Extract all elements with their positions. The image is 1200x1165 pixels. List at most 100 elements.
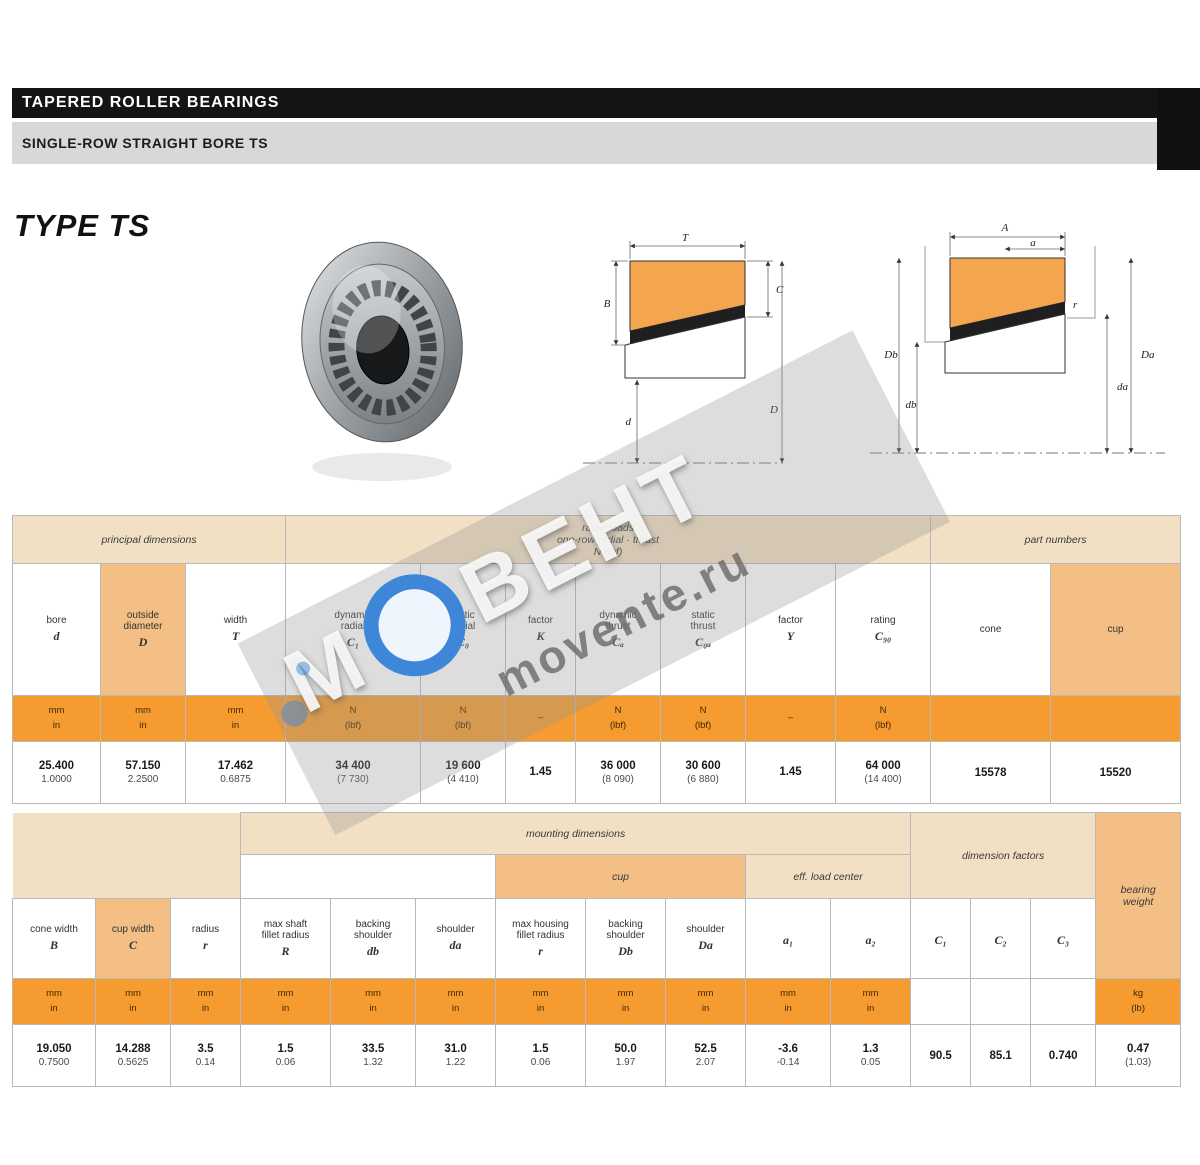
t1-group-dimensions: principal dimensions	[11, 515, 287, 564]
dim-label-a: a	[1030, 237, 1036, 249]
t1-data-cell-cone: 15578	[930, 741, 1052, 804]
t2-data-cell-factor: 90.5	[910, 1024, 972, 1087]
t1-data-cell: 36 000(8 090)	[575, 741, 662, 804]
t2-unit-cell-weight: kg(lb)	[1095, 978, 1182, 1025]
dim-label-Db: Db	[883, 349, 898, 361]
t1-col-header-cone: cone	[930, 563, 1052, 696]
t2-group-factors: dimension factors	[910, 812, 1097, 899]
t2-col-header-a2: a₂	[830, 898, 912, 979]
t2-data-cell-factor: 0.740	[1030, 1024, 1097, 1087]
t1-group-parts: part numbers	[930, 515, 1182, 564]
t1-unit-cell: N(lbf)	[420, 695, 507, 742]
highlight	[332, 265, 401, 354]
t2-col-header-C1: C₁	[910, 898, 972, 979]
dim-label-C: C	[776, 284, 784, 296]
page-subtitle: SINGLE-ROW STRAIGHT BORE TS	[12, 122, 1157, 164]
photo-shadow	[312, 453, 452, 481]
mounting-dimensions-table: mounting dimensions dimension factors be…	[11, 812, 1182, 1087]
roller-section	[630, 305, 745, 345]
dim-label-db: db	[906, 399, 918, 411]
t2-col-header-C3: C₃	[1030, 898, 1097, 979]
t2-unit-cell-blank	[910, 978, 972, 1025]
t1-unit-cell: N(lbf)	[660, 695, 747, 742]
page-title: TAPERED ROLLER BEARINGS	[12, 88, 1157, 118]
t2-col-header-a1: a₁	[745, 898, 832, 979]
dim-label-T: T	[682, 232, 689, 244]
shaft-outline	[1067, 246, 1096, 319]
type-heading: TYPE TS	[14, 208, 151, 243]
t2-blank-corner	[11, 812, 242, 899]
housing-outline	[924, 246, 945, 343]
t1-group-ratings-line2: one-row radial · thrust	[556, 533, 660, 546]
t1-group-ratings-line3: N (lbf)	[593, 545, 623, 558]
t2-unit-cell-blank	[1030, 978, 1097, 1025]
dim-label-Da: Da	[1140, 349, 1155, 361]
dim-label-da: da	[1117, 381, 1129, 393]
t1-col-header-cup: cup	[1050, 563, 1182, 696]
t1-data-cell-cup: 15520	[1050, 741, 1182, 804]
t1-unit-cell	[930, 695, 1052, 742]
cone-section	[624, 316, 746, 379]
bearing-photo	[301, 241, 463, 481]
dim-label-A: A	[1001, 222, 1009, 234]
t2-sub-cup: cup	[495, 854, 747, 899]
t2-sub-blank	[240, 854, 497, 899]
t1-data-cell: 1.45	[745, 741, 837, 804]
t2-data-cell: -3.6-0.14	[745, 1024, 832, 1087]
roller-section	[950, 302, 1065, 342]
t1-unit-cell: –	[505, 695, 577, 742]
t2-col-header-C2: C₂	[970, 898, 1032, 979]
corner-tab	[1157, 88, 1200, 170]
t2-group-mounting: mounting dimensions	[240, 812, 912, 855]
t1-unit-cell: N(lbf)	[835, 695, 932, 742]
dimensions-ratings-table: principal dimensions rated loads one-row…	[11, 515, 1182, 804]
section-drawing-1: T B C d D	[583, 232, 785, 464]
bore	[356, 315, 410, 385]
t2-sub-load-center: eff. load center	[745, 854, 912, 899]
t1-unit-cell: N(lbf)	[285, 695, 422, 742]
dim-label-d: d	[626, 416, 632, 428]
t2-data-cell-weight: 0.47(1.03)	[1095, 1024, 1182, 1087]
t1-group-ratings: rated loads one-row radial · thrust N (l…	[285, 515, 932, 564]
dim-label-B: B	[604, 298, 611, 310]
t2-data-cell-factor: 85.1	[970, 1024, 1032, 1087]
t1-data-cell: 30 600(6 880)	[660, 741, 747, 804]
